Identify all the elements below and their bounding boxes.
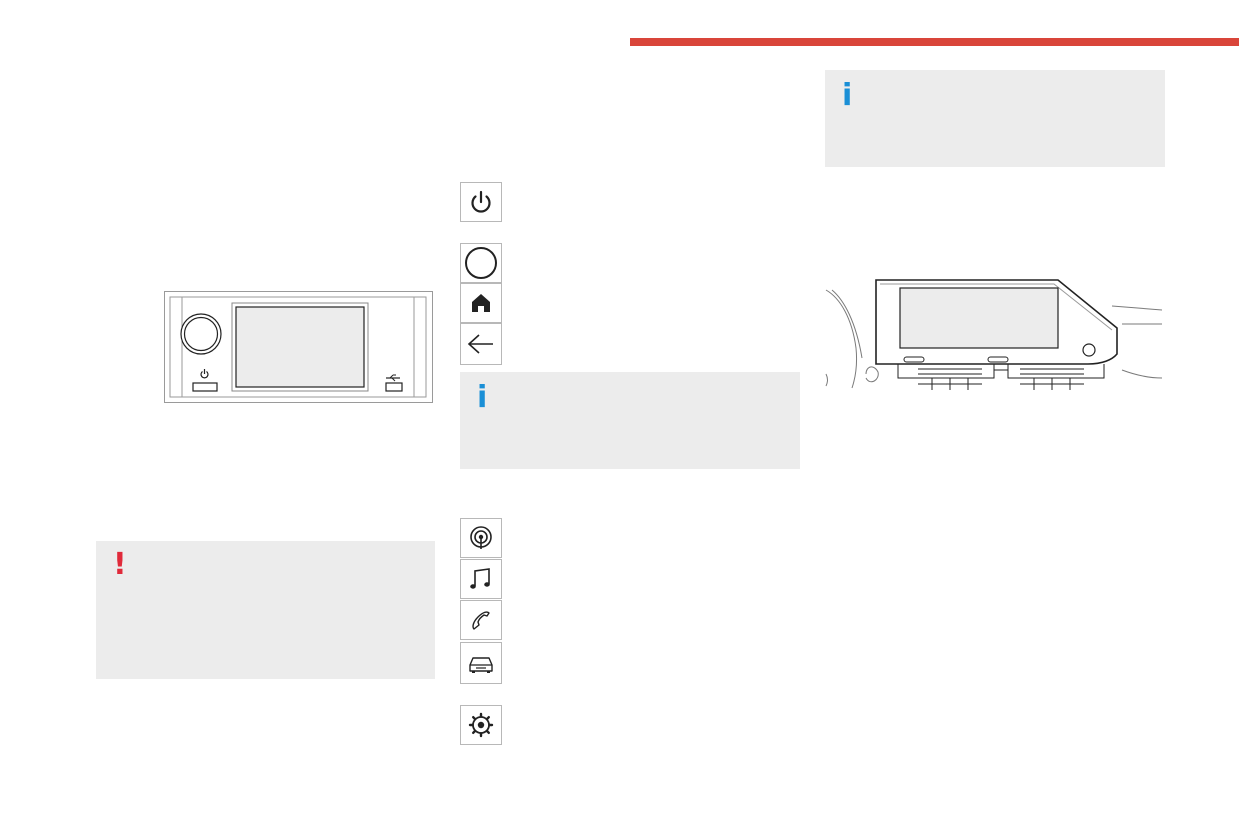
home-button-icon <box>460 283 502 323</box>
telephone-button-icon <box>460 600 502 640</box>
telephone-icon <box>472 611 490 630</box>
settings-gear-icon <box>468 712 494 738</box>
rotary-knob-button-icon <box>460 243 502 283</box>
rotary-knob-icon <box>465 247 497 279</box>
info-note-middle: i <box>460 372 800 469</box>
home-icon <box>472 294 490 312</box>
knob-icon <box>1082 343 1096 357</box>
radio-unit-illustration <box>164 291 433 403</box>
section-header-bar <box>630 38 1239 46</box>
back-arrow-icon <box>467 334 493 354</box>
info-icon: i <box>477 380 488 415</box>
power-icon <box>471 190 491 213</box>
info-icon: i <box>842 78 853 113</box>
touchscreen <box>875 279 1118 365</box>
back-button-icon <box>460 323 502 365</box>
vehicle-icon <box>469 657 493 673</box>
power-icon <box>192 369 218 392</box>
air-vent <box>897 364 1105 390</box>
radio-media-button-icon <box>460 518 502 558</box>
usb-icon <box>385 374 403 392</box>
dashboard-screen-illustration <box>822 278 1164 390</box>
vehicle-button-icon <box>460 642 502 684</box>
knob-icon <box>180 313 222 355</box>
radio-screen <box>231 302 369 392</box>
settings-button-icon <box>460 705 502 745</box>
music-button-icon <box>460 559 502 599</box>
warning-icon: ! <box>113 547 127 582</box>
dashboard-drawing <box>825 279 1163 390</box>
radio-media-icon <box>470 526 492 549</box>
warning-note: ! <box>96 541 435 679</box>
power-button-icon <box>460 182 502 222</box>
music-note-icon <box>470 568 490 589</box>
info-note-top-right: i <box>825 70 1165 167</box>
radio-unit-drawing <box>164 291 433 403</box>
